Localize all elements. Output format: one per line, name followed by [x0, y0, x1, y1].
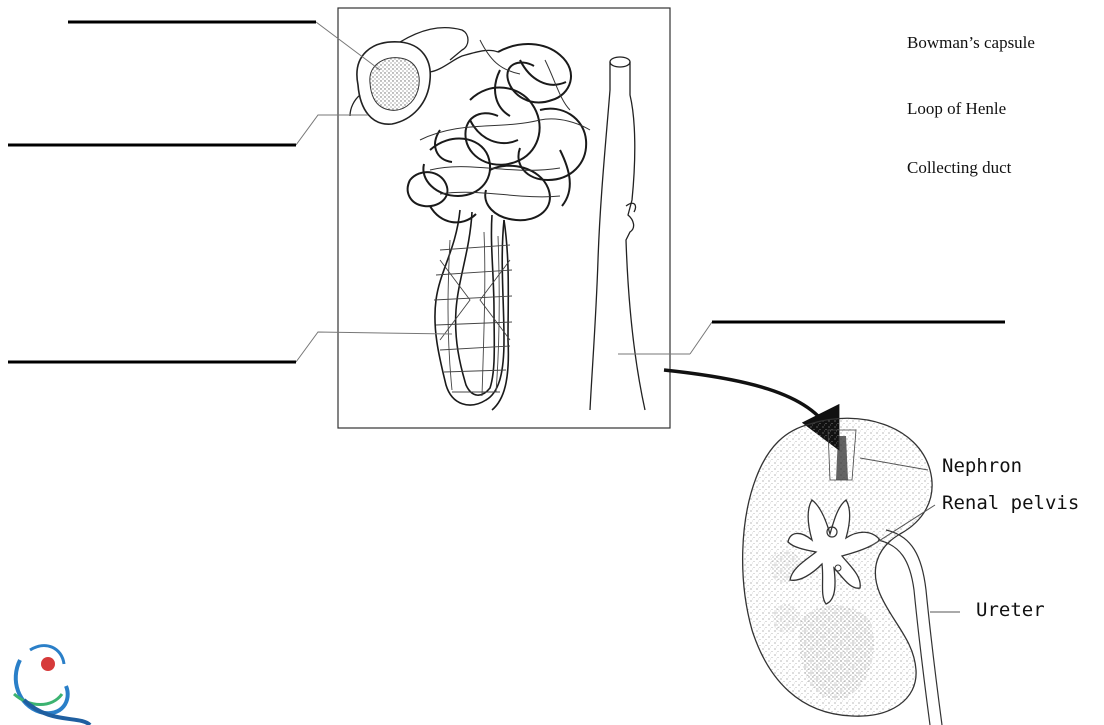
zoom-arrow	[664, 370, 830, 432]
collecting-duct-drawing	[590, 57, 645, 410]
label-nephron: Nephron	[942, 455, 1022, 477]
leader-bowmans	[316, 22, 380, 70]
bowmans-capsule-drawing	[350, 28, 498, 125]
publisher-logo-icon	[14, 646, 90, 725]
capillary-mesh-upper	[420, 40, 590, 197]
leader-glomerulus	[296, 115, 368, 145]
leader-loop	[296, 332, 452, 362]
capillary-mesh-lower	[434, 232, 512, 396]
word-bank-loop-of-henle: Loop of Henle	[907, 99, 1006, 119]
word-bank-bowmans-capsule: Bowman’s capsule	[907, 33, 1035, 53]
label-renal-pelvis: Renal pelvis	[942, 492, 1079, 514]
label-ureter: Ureter	[976, 599, 1045, 621]
loop-of-henle-drawing	[435, 210, 508, 410]
kidney-drawing	[743, 418, 942, 725]
word-bank-collecting-duct: Collecting duct	[907, 158, 1011, 178]
